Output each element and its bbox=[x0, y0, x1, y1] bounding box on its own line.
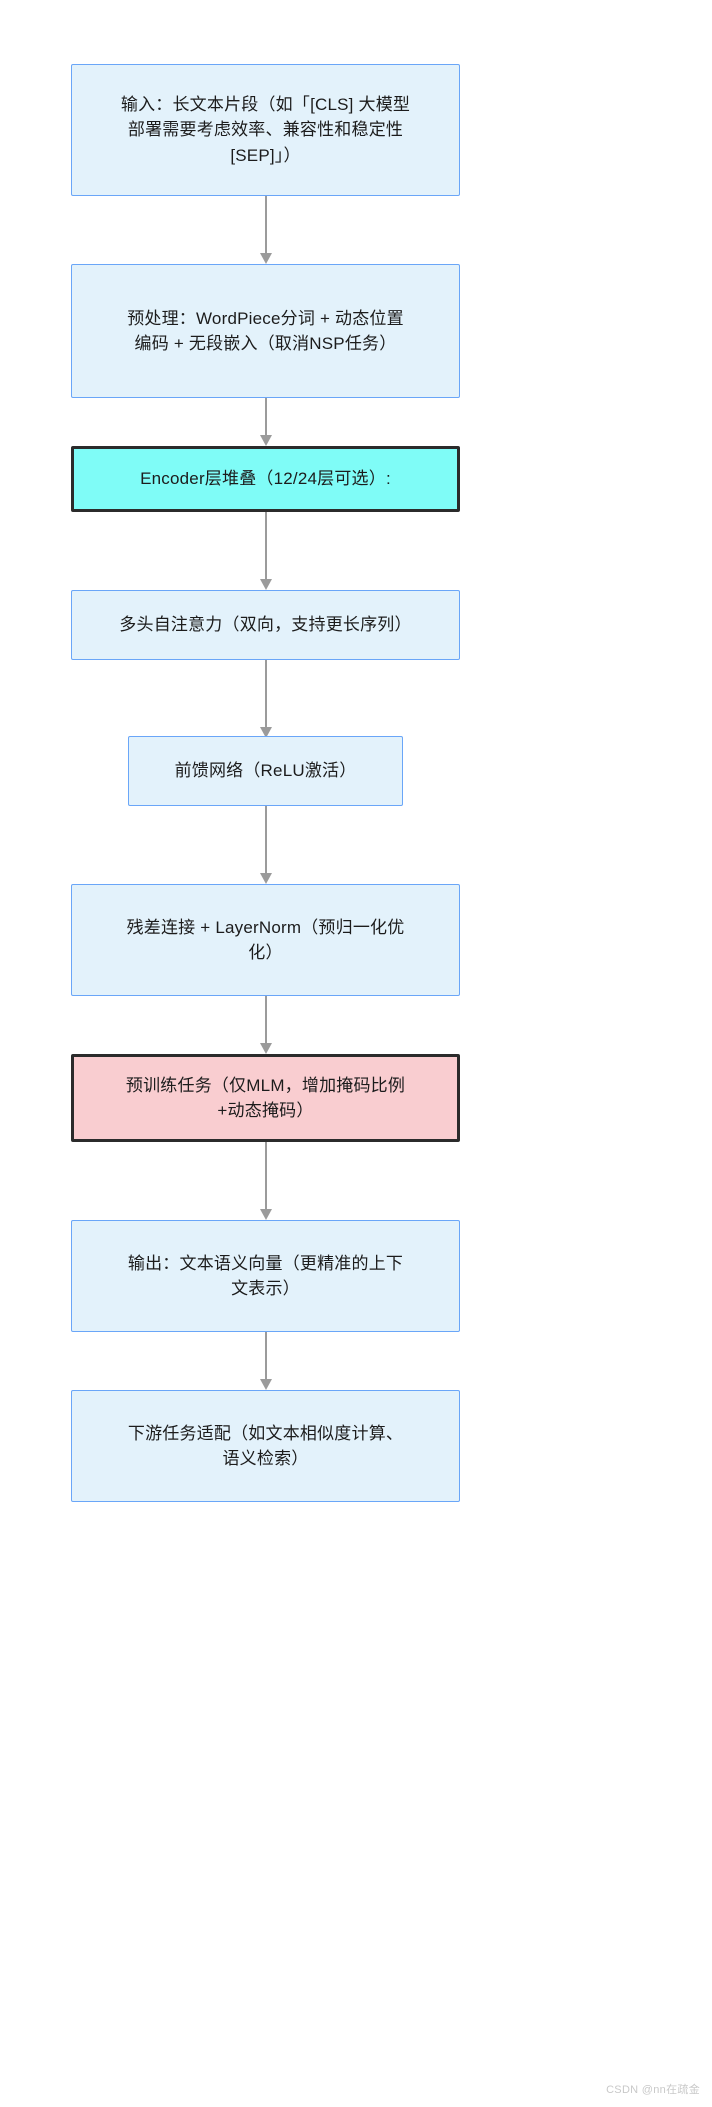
node-encoder-stack[interactable]: Encoder层堆叠（12/24层可选）: bbox=[71, 446, 460, 512]
node-pretrain-task[interactable]: 预训练任务（仅MLM，增加掩码比例 +动态掩码） bbox=[71, 1054, 460, 1142]
node-multi-head-attention[interactable]: 多头自注意力（双向，支持更长序列） bbox=[71, 590, 460, 660]
node-residual-layernorm[interactable]: 残差连接 + LayerNorm（预归一化优 化） bbox=[71, 884, 460, 996]
node-input[interactable]: 输入：长文本片段（如「[CLS] 大模型 部署需要考虑效率、兼容性和稳定性 [S… bbox=[71, 64, 460, 196]
node-preprocess[interactable]: 预处理：WordPiece分词 + 动态位置 编码 + 无段嵌入（取消NSP任务… bbox=[71, 264, 460, 398]
node-downstream[interactable]: 下游任务适配（如文本相似度计算、 语义检索） bbox=[71, 1390, 460, 1502]
csdn-watermark: CSDN @nn在疏金 bbox=[606, 2084, 700, 2096]
node-output[interactable]: 输出：文本语义向量（更精准的上下 文表示） bbox=[71, 1220, 460, 1332]
node-feed-forward[interactable]: 前馈网络（ReLU激活） bbox=[128, 736, 403, 806]
